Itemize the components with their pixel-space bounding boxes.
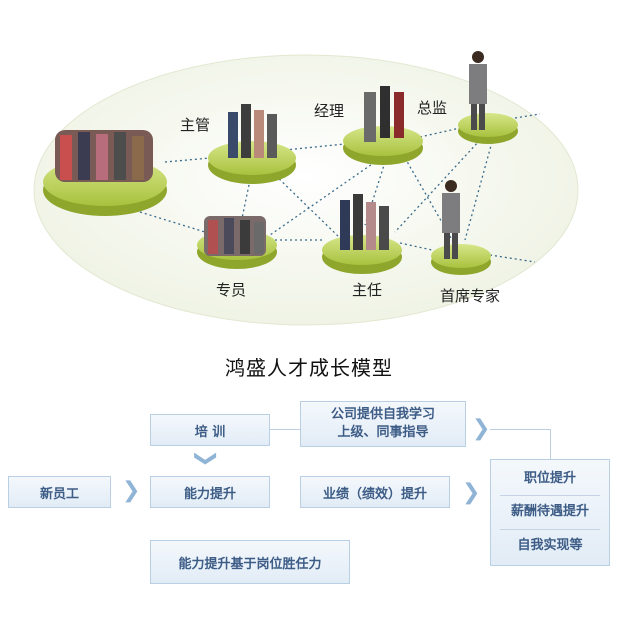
company-support-box: 公司提供自我学习 上级、同事指导 — [300, 401, 466, 447]
director-node — [458, 51, 518, 144]
training-label: 培 训 — [194, 424, 226, 440]
crowd-node — [43, 130, 167, 216]
specialist-node — [197, 216, 277, 269]
outcome-item-salary: 薪酬待遇提升 — [510, 504, 589, 520]
outcome-item-position: 职位提升 — [523, 470, 576, 486]
manager-label: 主管 — [180, 116, 211, 134]
training-box: 培 训 — [150, 414, 270, 446]
supervisor-label: 主任 — [352, 281, 383, 299]
ability-basis-label: 能力提升基于岗位胜任力 — [178, 556, 322, 572]
connector-line — [270, 429, 300, 430]
manager-node — [208, 104, 296, 184]
jingli-label: 经理 — [314, 102, 345, 120]
ability-up-box: 能力提升 — [150, 476, 270, 508]
outcome-divider — [500, 528, 600, 530]
supervisor-node — [322, 194, 402, 274]
arrow-down-icon: ❯ — [193, 449, 219, 468]
company-support-line2: 上级、同事指导 — [337, 425, 429, 440]
arrow-to-ability-icon: ❯ — [122, 478, 141, 503]
performance-label: 业绩（绩效）提升 — [322, 486, 427, 502]
talent-network-diagram — [33, 51, 579, 326]
ability-up-label: 能力提升 — [183, 486, 236, 502]
new-employee-label: 新员工 — [39, 486, 79, 502]
ability-basis-box: 能力提升基于岗位胜任力 — [150, 540, 350, 584]
outcome-connector-v — [550, 429, 551, 459]
jingli-node — [343, 86, 423, 165]
outcomes-box: 职位提升 薪酬待遇提升 自我实现等 — [490, 459, 610, 566]
chief-node — [431, 180, 491, 275]
chief-label: 首席专家 — [440, 287, 501, 305]
outcome-item-self-realization: 自我实现等 — [517, 538, 583, 554]
diagram-title: 鸿盛人才成长模型 — [225, 356, 393, 380]
company-support-line1: 公司提供自我学习 — [330, 407, 435, 422]
performance-box: 业绩（绩效）提升 — [300, 476, 450, 508]
arrow-support-icon: ❯ — [472, 416, 491, 441]
director-label: 总监 — [417, 99, 448, 117]
outcome-connector-h — [490, 429, 550, 430]
specialist-label: 专员 — [216, 281, 247, 299]
outcome-divider — [500, 495, 600, 497]
arrow-performance-icon: ❯ — [462, 480, 481, 505]
new-employee-box: 新员工 — [8, 476, 111, 508]
